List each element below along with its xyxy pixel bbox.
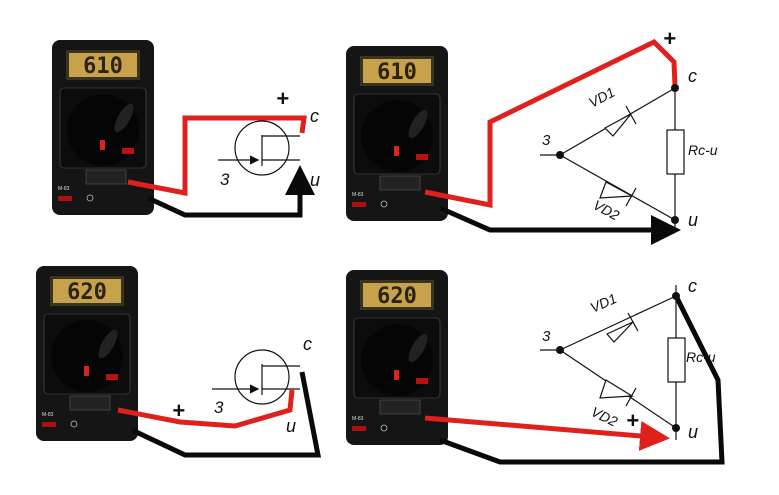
- plus-label: +: [626, 408, 639, 433]
- gate-node: [556, 346, 564, 354]
- diode-vd2-icon: [599, 379, 634, 399]
- source-node: [672, 424, 680, 432]
- gate-node: [556, 151, 564, 159]
- plus-label: +: [276, 86, 289, 111]
- resistor-label: Rc-u: [688, 142, 718, 158]
- drain-label: c: [688, 276, 697, 296]
- black-lead: [130, 371, 322, 458]
- multimeter: 620 M-83: [345, 269, 449, 446]
- source-label: u: [310, 170, 320, 190]
- gate-label: 3: [542, 132, 551, 149]
- multimeter: 610 M-83: [51, 39, 155, 216]
- red-lead: [127, 115, 307, 197]
- drain-node: [672, 292, 680, 300]
- drain-label: c: [310, 106, 319, 126]
- panel-equivalent-test-1: 610 M-83 + c VD1 3 Rc-u VD2 u: [345, 26, 718, 245]
- black-lead: [146, 165, 315, 218]
- plus-label: +: [663, 26, 676, 51]
- drain-node: [671, 84, 679, 92]
- multimeter-display: 610: [377, 60, 417, 85]
- mosfet-symbol: [218, 120, 300, 176]
- diode-vd1-icon: [604, 113, 632, 137]
- panel-equivalent-test-2: 620 M-83 c VD1 3 Rc-u VD2 + u: [345, 269, 725, 465]
- red-lead: [424, 415, 670, 451]
- source-node: [671, 216, 679, 224]
- equivalent-circuit: [540, 87, 685, 232]
- gate-label: 3: [214, 398, 224, 417]
- panel-transistor-test-2: 620 M-83 c + 3 u: [35, 265, 322, 458]
- multimeter: 620 M-83: [35, 265, 139, 442]
- vd1-label: VD1: [588, 290, 619, 316]
- resistor-label: Rc-u: [686, 349, 716, 365]
- diode-vd2-icon: [599, 181, 635, 199]
- source-label: u: [286, 416, 296, 436]
- equivalent-circuit: [540, 285, 686, 440]
- mosfet-symbol: [212, 349, 300, 405]
- multimeter-display: 620: [67, 280, 107, 305]
- black-lead: [438, 205, 681, 245]
- meter-model-label: M-83: [352, 192, 364, 198]
- multimeter: 610 M-83: [345, 45, 449, 222]
- red-lead: [424, 38, 678, 209]
- meter-model-label: M-83: [58, 186, 70, 192]
- meter-model-label: M-83: [42, 412, 54, 418]
- red-lead: [117, 389, 295, 429]
- plus-label: +: [172, 398, 185, 423]
- gate-label: 3: [220, 170, 230, 189]
- vd1-label: VD1: [586, 84, 618, 111]
- drain-label: c: [303, 334, 312, 354]
- source-label: u: [688, 210, 698, 230]
- meter-model-label: M-83: [352, 416, 364, 422]
- drain-label: c: [688, 66, 697, 86]
- gate-label: 3: [542, 328, 551, 345]
- diode-vd1-icon: [606, 321, 634, 343]
- multimeter-display: 620: [377, 284, 417, 309]
- source-label: u: [688, 422, 698, 442]
- vd2-label: VD2: [589, 403, 621, 429]
- vd2-label: VD2: [591, 197, 623, 224]
- panel-transistor-test-1: 610 M-83 + c 3 u: [51, 39, 320, 218]
- black-lead: [439, 294, 725, 465]
- multimeter-display: 610: [83, 54, 123, 79]
